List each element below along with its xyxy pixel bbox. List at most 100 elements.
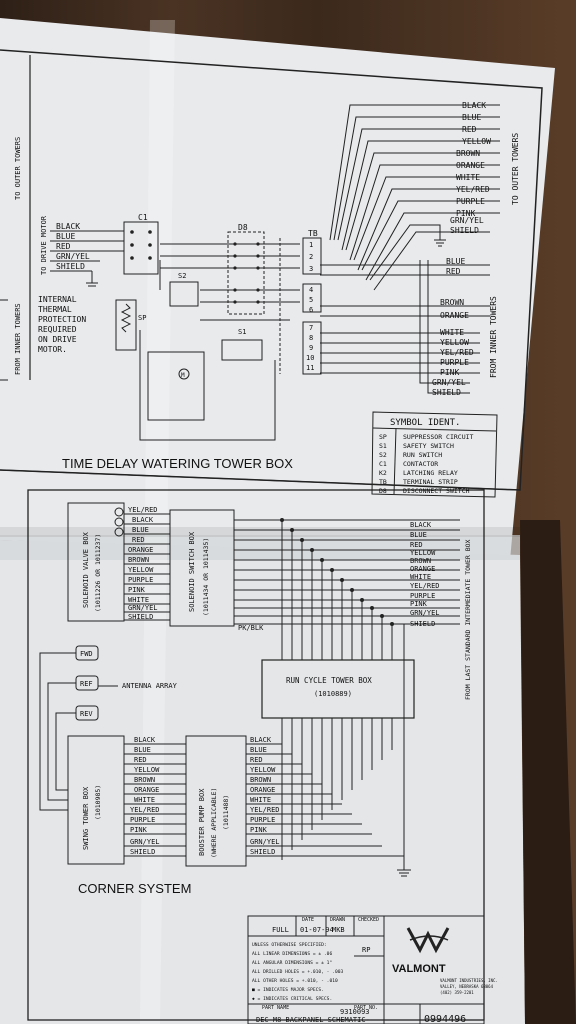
svg-text:SUPPRESSOR CIRCUIT: SUPPRESSOR CIRCUIT (403, 433, 474, 441)
s2-run-switch (169, 281, 199, 307)
svg-text:WHITE: WHITE (440, 328, 464, 337)
svg-text:RED: RED (134, 756, 147, 764)
svg-text:DISCONNECT SWITCH: DISCONNECT SWITCH (403, 487, 470, 495)
svg-text:ORANGE: ORANGE (456, 161, 485, 170)
svg-text:BROWN: BROWN (250, 776, 271, 784)
run-cycle-label: RUN CYCLE TOWER BOX (286, 676, 372, 685)
c1-contactor (123, 221, 159, 275)
svg-text:BLACK: BLACK (56, 222, 80, 231)
run-cycle-tower-box (261, 659, 415, 719)
svg-text:ORANGE: ORANGE (128, 546, 153, 554)
svg-text:RED: RED (462, 125, 477, 134)
svg-text:PINK: PINK (250, 826, 268, 834)
swing-wire-labels: BLACK BLUE RED YELLOW BROWN ORANGE WHITE… (130, 736, 160, 856)
svg-text:ALL LINEAR DIMENSIONS = ± .06: ALL LINEAR DIMENSIONS = ± .06 (252, 951, 332, 957)
svg-text:10: 10 (306, 354, 314, 362)
svg-text:(402) 359-2201: (402) 359-2201 (440, 990, 474, 995)
solenoid-valve-label: SOLENOID VALVE BOX (82, 531, 90, 608)
svg-text:SHIELD: SHIELD (56, 262, 85, 271)
from-last-intermediate: FROM LAST STANDARD INTERMEDIATE TOWER BO… (464, 539, 472, 700)
svg-text:PINK: PINK (456, 209, 475, 218)
svg-text:CHECKED: CHECKED (358, 917, 379, 923)
svg-text:YEL/RED: YEL/RED (410, 582, 440, 590)
svg-text:TB: TB (379, 478, 387, 486)
svg-text:2: 2 (309, 253, 313, 261)
svg-text:S2: S2 (379, 451, 387, 459)
s1-safety-switch (221, 339, 263, 361)
s2-label: S2 (178, 272, 186, 280)
antenna-array (39, 645, 118, 811)
svg-text:YEL/RED: YEL/RED (250, 806, 280, 814)
solenoid-valve-box (67, 502, 125, 622)
booster-label: BOOSTER PUMP BOX (198, 788, 206, 856)
svg-text:C1: C1 (379, 460, 387, 468)
svg-text:PURPLE: PURPLE (130, 816, 155, 824)
svg-text:YEL/RED: YEL/RED (128, 506, 158, 514)
svg-text:K2: K2 (379, 469, 387, 477)
svg-text:BLUE: BLUE (250, 746, 267, 754)
wire-coil-symbols (114, 507, 124, 537)
svg-text:7: 7 (309, 324, 313, 332)
svg-text:WHITE: WHITE (456, 173, 480, 182)
svg-text:RP: RP (362, 946, 370, 954)
left-outer-label: TO OUTER TOWERS (14, 137, 22, 200)
svg-text:BLUE: BLUE (132, 526, 149, 534)
ground-top (434, 239, 446, 247)
svg-text:GRN/YEL: GRN/YEL (432, 378, 466, 387)
terminal-strip (279, 237, 322, 375)
svg-text:SHIELD: SHIELD (410, 620, 435, 628)
svg-text:5: 5 (309, 296, 313, 304)
booster-pump-box (185, 735, 247, 867)
svg-text:BROWN: BROWN (440, 298, 464, 307)
svg-text:PROTECTION: PROTECTION (38, 315, 86, 324)
svg-text:REV: REV (80, 710, 93, 718)
svg-text:RED: RED (446, 267, 461, 276)
svg-text:3: 3 (309, 265, 313, 273)
sp-suppressor (115, 299, 137, 351)
svg-text:11: 11 (306, 364, 314, 372)
svg-text:BLACK: BLACK (250, 736, 272, 744)
svg-text:PURPLE: PURPLE (128, 576, 153, 584)
svg-text:RED: RED (250, 756, 263, 764)
svg-text:BLACK: BLACK (132, 516, 154, 524)
outer-wire-labels: BLACK BLUE RED YELLOW BROWN ORANGE WHITE… (450, 101, 491, 235)
svg-text:LATCHING RELAY: LATCHING RELAY (403, 469, 458, 477)
svg-text:GRN/YEL: GRN/YEL (450, 216, 484, 225)
to-drive-motor: TO DRIVE MOTOR (40, 215, 48, 275)
paper-lower (0, 540, 525, 1024)
svg-text:0994496: 0994496 (424, 1014, 466, 1024)
svg-text:WHITE: WHITE (410, 573, 431, 581)
mid-wire-labels: BLUE RED (446, 257, 465, 276)
svg-text:BROWN: BROWN (134, 776, 155, 784)
inner-wire-group (320, 260, 480, 394)
svg-text:DATE: DATE (302, 917, 314, 923)
svg-text:ON DRIVE: ON DRIVE (38, 335, 77, 344)
booster-wire-labels: BLACK BLUE RED YELLOW BROWN ORANGE WHITE… (250, 736, 280, 856)
svg-text:9: 9 (309, 344, 313, 352)
svg-text:INTERNAL: INTERNAL (38, 295, 77, 304)
svg-text:BLACK: BLACK (462, 101, 486, 110)
motor-symbol: M (181, 372, 185, 379)
solenoid-switch-label: SOLENOID SWITCH BOX (188, 531, 196, 612)
valmont-logo: VALMONT (392, 927, 450, 975)
svg-text:MKB: MKB (332, 926, 345, 934)
d8-label: D8 (238, 223, 248, 232)
right-wire-labels: BLACK BLUE RED YELLOW BROWN ORANGE WHITE… (410, 521, 440, 628)
svg-text:REQUIRED: REQUIRED (38, 325, 77, 334)
svg-text:BROWN: BROWN (128, 556, 149, 564)
svg-text:PART NAME: PART NAME (262, 1005, 289, 1011)
svg-text:4: 4 (309, 286, 313, 294)
svg-text:ALL ANGULAR DIMENSIONS = ± 1°: ALL ANGULAR DIMENSIONS = ± 1° (252, 960, 332, 966)
svg-text:RUN SWITCH: RUN SWITCH (403, 451, 442, 459)
svg-text:WHITE: WHITE (134, 796, 155, 804)
svg-text:D8: D8 (379, 487, 387, 495)
svg-text:SYMBOL IDENT.: SYMBOL IDENT. (390, 418, 460, 428)
svg-text:■ = INDICATES MAJOR SPECS.: ■ = INDICATES MAJOR SPECS. (252, 987, 324, 993)
svg-text:UNLESS OTHERWISE SPECIFIED:: UNLESS OTHERWISE SPECIFIED: (252, 942, 327, 948)
swing-tower-box (67, 735, 125, 865)
svg-text:BLACK: BLACK (410, 521, 432, 529)
svg-text:YELLOW: YELLOW (250, 766, 276, 774)
svg-text:BLUE: BLUE (134, 746, 151, 754)
svg-text:ORANGE: ORANGE (410, 565, 435, 573)
